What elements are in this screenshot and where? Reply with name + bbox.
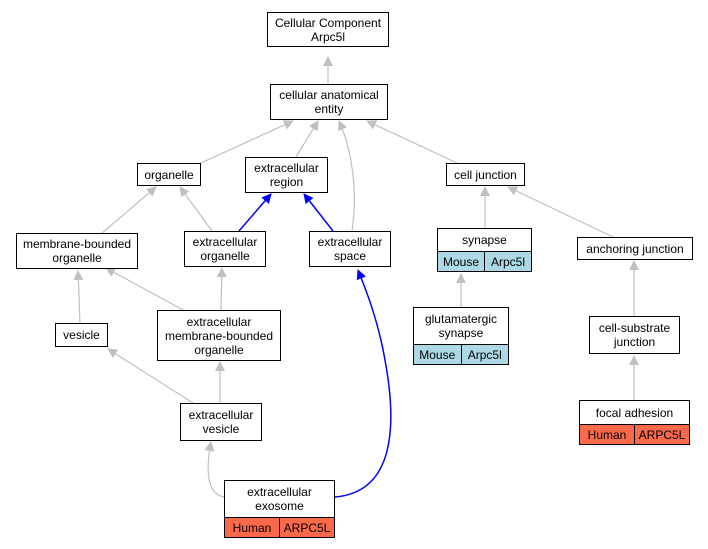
edge-organelle-to-cae bbox=[189, 120, 294, 169]
edge-ecorganelle-to-ecregion bbox=[238, 193, 272, 232]
node-extracellular-exosome[interactable]: extracellular exosome Human ARPC5L bbox=[224, 480, 335, 538]
node-label-line1: synapse bbox=[462, 233, 507, 247]
node-label-line2: vesicle bbox=[202, 422, 240, 436]
node-label-line2: space bbox=[333, 249, 367, 263]
node-label-line1: extracellular bbox=[254, 161, 319, 175]
gene-label: Arpc5l bbox=[460, 345, 509, 364]
species-annotation: Mouse Arpc5l bbox=[438, 251, 531, 271]
edge-exosome-to-ecspace bbox=[334, 269, 392, 498]
edge-anchoring-to-celljunction bbox=[507, 186, 614, 238]
gene-label: ARPC5L bbox=[279, 518, 334, 537]
node-extracellular-organelle[interactable]: extracellular organelle bbox=[184, 231, 266, 267]
node-label-line1: cell-substrate bbox=[598, 321, 671, 335]
node-label-line1: cell junction bbox=[454, 167, 517, 182]
node-label-line2: region bbox=[269, 175, 304, 189]
edge-celljunction-to-cae bbox=[366, 120, 458, 164]
node-label-line1: extracellular bbox=[192, 235, 258, 249]
species-label: Human bbox=[587, 427, 627, 442]
node-label-line1: focal adhesion bbox=[595, 405, 674, 420]
node-label-line1: extracellular bbox=[188, 408, 254, 422]
node-label-line1: Cellular Component bbox=[274, 15, 382, 30]
edge-ecspace-to-cae bbox=[338, 120, 355, 232]
node-label-line2: junction bbox=[613, 335, 656, 349]
node-membrane-bounded-organelle[interactable]: membrane-bounded organelle bbox=[16, 233, 138, 269]
edge-exosome-to-ecvesicle bbox=[204, 441, 225, 498]
node-extracellular-region[interactable]: extracellular region bbox=[245, 157, 328, 193]
node-label-line2: exosome bbox=[255, 499, 304, 513]
node-vesicle[interactable]: vesicle bbox=[55, 323, 108, 347]
gene-label: ARPC5L bbox=[634, 425, 689, 444]
node-label-line1: vesicle bbox=[63, 328, 100, 342]
node-label-line2: synapse bbox=[438, 326, 484, 340]
node-label-line1: membrane-bounded bbox=[22, 237, 132, 251]
node-extracellular-space[interactable]: extracellular space bbox=[309, 231, 391, 267]
node-label-line2: entity bbox=[314, 102, 344, 116]
gene-label: Arpc5l bbox=[484, 252, 531, 271]
node-label-line2: organelle bbox=[52, 251, 102, 265]
node-label-line2: Arpc5l bbox=[310, 29, 345, 44]
edge-ecregion-to-cae bbox=[295, 120, 319, 158]
edge-ecspace-to-ecregion bbox=[303, 193, 334, 232]
node-label-line2: organelle bbox=[200, 249, 250, 263]
edge-ecmbo-to-ecorganelle bbox=[216, 267, 227, 311]
species-label: Mouse bbox=[419, 347, 456, 362]
node-anchoring-junction[interactable]: anchoring junction bbox=[577, 237, 693, 260]
node-cell-substrate-junction[interactable]: cell-substrate junction bbox=[589, 316, 680, 354]
node-label-line1: cellular anatomical bbox=[279, 88, 379, 102]
node-focal-adhesion[interactable]: focal adhesion Human ARPC5L bbox=[579, 400, 690, 445]
node-organelle[interactable]: organelle bbox=[137, 163, 201, 186]
species-annotation: Human ARPC5L bbox=[580, 424, 689, 444]
species-label: Mouse bbox=[442, 254, 480, 269]
node-cellular-component[interactable]: Cellular Component Arpc5l bbox=[267, 12, 389, 47]
node-glutamatergic-synapse[interactable]: glutamatergic synapse Mouse Arpc5l bbox=[413, 307, 509, 365]
node-extracellular-membrane-bounded-organelle[interactable]: extracellular membrane-bounded organelle bbox=[157, 310, 281, 361]
node-label-line1: organelle bbox=[144, 167, 194, 182]
species-annotation: Mouse Arpc5l bbox=[414, 344, 508, 364]
edge-ecorganelle-to-organelle bbox=[179, 186, 213, 232]
node-label-line1: extracellular bbox=[317, 235, 383, 249]
node-cellular-anatomical-entity[interactable]: cellular anatomical entity bbox=[270, 84, 388, 120]
node-cell-junction[interactable]: cell junction bbox=[446, 163, 525, 186]
species-label: Human bbox=[232, 520, 272, 535]
edge-vesicle-to-mbo bbox=[73, 270, 84, 324]
node-label-line1: anchoring junction bbox=[586, 241, 684, 256]
edge-ecvesicle-to-vesicle bbox=[107, 348, 194, 404]
edge-mbo-to-organelle bbox=[101, 186, 157, 234]
node-label-line1: glutamatergic bbox=[424, 312, 498, 326]
node-extracellular-vesicle[interactable]: extracellular vesicle bbox=[180, 403, 262, 441]
edge-ecmbo-to-mbo bbox=[105, 267, 186, 312]
node-label-line1: extracellular bbox=[247, 485, 312, 499]
species-annotation: Human ARPC5L bbox=[225, 517, 334, 537]
node-label-line1: extracellular bbox=[186, 314, 252, 329]
node-label-line3: organelle bbox=[194, 342, 244, 357]
node-synapse[interactable]: synapse Mouse Arpc5l bbox=[437, 228, 532, 272]
node-label-line2: membrane-bounded bbox=[164, 328, 274, 343]
